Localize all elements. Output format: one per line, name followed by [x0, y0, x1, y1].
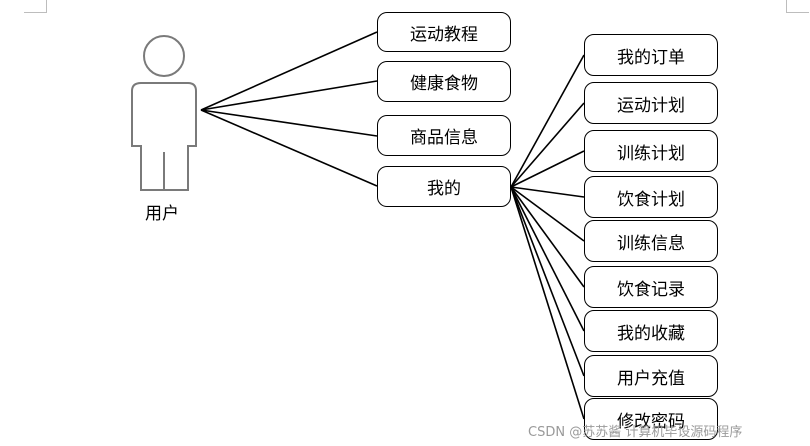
use-case-training-info[interactable]: 训练信息	[584, 220, 718, 262]
association-line-mine-to-my-orders	[510, 54, 585, 188]
association-line-actor-to-product-info	[200, 109, 378, 137]
association-line-actor-to-healthy-food	[200, 80, 378, 111]
association-line-actor-to-sport-tutorial	[200, 31, 378, 111]
use-case-sport-plan[interactable]: 运动计划	[584, 82, 718, 124]
connector-lines	[200, 31, 585, 420]
use-case-mine[interactable]: 我的	[377, 166, 511, 207]
association-line-mine-to-training-plan	[510, 150, 585, 188]
association-line-mine-to-training-info	[510, 186, 585, 242]
use-case-my-orders[interactable]: 我的订单	[584, 34, 718, 76]
use-case-my-favorites[interactable]: 我的收藏	[584, 310, 718, 352]
use-case-change-password[interactable]: 修改密码	[584, 398, 718, 440]
watermark-text: CSDN @苏苏酱 计算机毕设源码程序	[528, 425, 743, 440]
association-line-mine-to-my-favorites	[510, 186, 585, 332]
page-corner-mark-right	[786, 0, 809, 13]
association-line-mine-to-change-password	[510, 186, 585, 420]
use-case-sport-tutorial[interactable]: 运动教程	[377, 12, 511, 52]
association-line-mine-to-user-recharge	[510, 186, 585, 377]
association-line-mine-to-diet-plan	[510, 186, 585, 198]
use-case-diet-plan[interactable]: 饮食计划	[584, 176, 718, 218]
use-case-healthy-food[interactable]: 健康食物	[377, 61, 511, 102]
use-case-product-info[interactable]: 商品信息	[377, 115, 511, 156]
use-case-user-recharge[interactable]: 用户充值	[584, 355, 718, 397]
association-line-actor-to-mine	[200, 109, 378, 187]
actor-label: 用户	[145, 204, 179, 224]
use-case-diet-record[interactable]: 饮食记录	[584, 266, 718, 308]
association-line-mine-to-sport-plan	[510, 102, 585, 188]
association-line-mine-to-diet-record	[510, 186, 585, 288]
page-corner-mark-left	[24, 0, 47, 13]
person-icon	[131, 35, 197, 191]
use-case-training-plan[interactable]: 训练计划	[584, 130, 718, 172]
